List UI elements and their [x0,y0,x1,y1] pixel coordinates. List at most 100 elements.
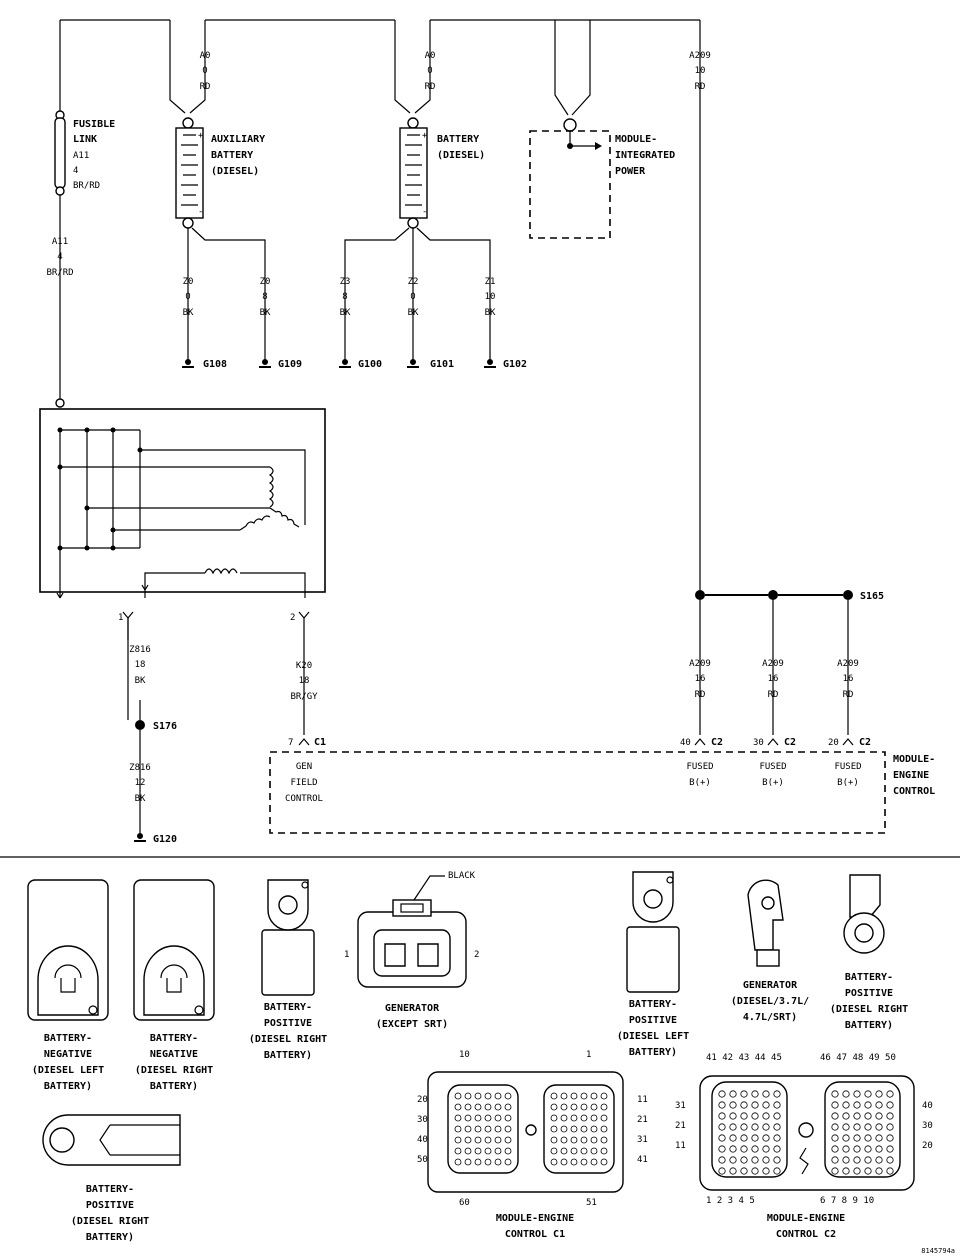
pin-cavity [570,1103,578,1111]
pin-cavity [504,1103,512,1111]
pin-cavity [494,1125,502,1133]
svg-text:11: 11 [675,1141,686,1151]
svg-text:BATTERY): BATTERY) [150,1081,198,1092]
pin-cavity [590,1125,598,1133]
svg-text:11: 11 [637,1095,648,1105]
svg-text:POSITIVE: POSITIVE [86,1200,134,1211]
svg-text:BK: BK [340,308,351,318]
pin-cavity [580,1092,588,1100]
wire-a209-c: A209 16 RD [837,659,859,700]
svg-text:40: 40 [417,1135,428,1145]
battery-diesel: + - BATTERY (DIESEL) [344,117,491,360]
svg-text:A0: A0 [200,51,211,61]
pin-cavity [580,1158,588,1166]
pin-cavity [474,1114,482,1122]
pin-cavity [550,1158,558,1166]
pin-cavity [600,1147,608,1155]
wire-z0-8: Z0 8 BK [260,277,271,318]
pin-cavity [550,1125,558,1133]
svg-text:RD: RD [695,82,706,92]
pin-cavity [842,1145,850,1153]
svg-text:LINK: LINK [73,134,97,145]
svg-text:A11: A11 [73,151,89,161]
pin-cavity [600,1158,608,1166]
figure-id: 8145794a [921,1247,955,1255]
svg-text:BR/RD: BR/RD [73,181,100,191]
pin-cavity [464,1092,472,1100]
pin-cavity [570,1125,578,1133]
ground-g100: G100 [339,359,382,370]
svg-text:A209: A209 [762,659,784,669]
pin-cavity [560,1092,568,1100]
pin-cavity [464,1147,472,1155]
pin-cavity [773,1156,781,1164]
svg-text:Z3: Z3 [340,277,351,287]
pin-cavity [751,1145,759,1153]
pin-cavity [740,1156,748,1164]
svg-text:MODULE-: MODULE- [893,754,935,765]
pin-cavity [751,1123,759,1131]
svg-text:G100: G100 [358,359,382,370]
svg-text:16: 16 [695,674,706,684]
pin-cavity [773,1101,781,1109]
c1-pin-grid-left [454,1092,512,1166]
svg-text:8: 8 [262,292,267,302]
pin-cavity [484,1125,492,1133]
svg-text:GENERATOR: GENERATOR [743,980,798,991]
svg-text:Z0: Z0 [183,277,194,287]
svg-text:1: 1 [586,1050,591,1060]
pin-cavity [729,1134,737,1142]
pin-cavity [600,1103,608,1111]
pin-cavity [550,1092,558,1100]
pin-cavity [842,1112,850,1120]
svg-text:RD: RD [425,82,436,92]
pin-cavity [504,1147,512,1155]
pin-cavity [853,1167,861,1175]
svg-text:RD: RD [200,82,211,92]
generator: 1 2 [39,398,326,735]
pin-cavity [560,1114,568,1122]
pin-cavity [550,1147,558,1155]
svg-text:C2: C2 [859,737,871,748]
svg-text:46 47 48 49 50: 46 47 48 49 50 [820,1053,896,1063]
svg-text:Z2: Z2 [408,277,419,287]
pin-cavity [831,1156,839,1164]
pin-cavity [580,1103,588,1111]
a0-wire-batt [394,20,431,114]
pin-cavity [762,1123,770,1131]
pin-cavity [886,1145,894,1153]
svg-text:BATTERY-: BATTERY- [86,1184,134,1195]
pin-cavity [886,1101,894,1109]
svg-text:MODULE-ENGINE: MODULE-ENGINE [496,1213,574,1224]
pin-cavity [762,1134,770,1142]
svg-text:BK: BK [485,308,496,318]
svg-text:10: 10 [459,1050,470,1060]
pin-cavity [494,1114,502,1122]
svg-text:BK: BK [260,308,271,318]
svg-text:G120: G120 [153,834,177,845]
wire-a209-top: A209 10 RD [689,51,711,92]
svg-text:(DIESEL LEFT: (DIESEL LEFT [32,1065,104,1076]
pin-cavity [842,1134,850,1142]
pin-cavity [718,1123,726,1131]
pin-cavity [875,1123,883,1131]
svg-text:B(+): B(+) [689,778,711,788]
svg-text:FIELD: FIELD [290,778,317,788]
pin-cavity [494,1147,502,1155]
svg-text:NEGATIVE: NEGATIVE [44,1049,92,1060]
pin-cavity [751,1167,759,1175]
pin-cavity [718,1145,726,1153]
wire-a0-left: A0 0 RD [200,51,211,92]
svg-text:12: 12 [135,778,146,788]
svg-text:RD: RD [695,690,706,700]
svg-text:CONTROL: CONTROL [285,794,323,804]
pin-cavity [484,1136,492,1144]
pin-cavity [560,1125,568,1133]
wire-z0-0: Z0 0 BK [183,277,194,318]
pin-cavity [464,1158,472,1166]
pin-cavity [718,1167,726,1175]
svg-text:BK: BK [135,794,146,804]
pin-cavity [474,1136,482,1144]
svg-text:2: 2 [474,950,479,960]
